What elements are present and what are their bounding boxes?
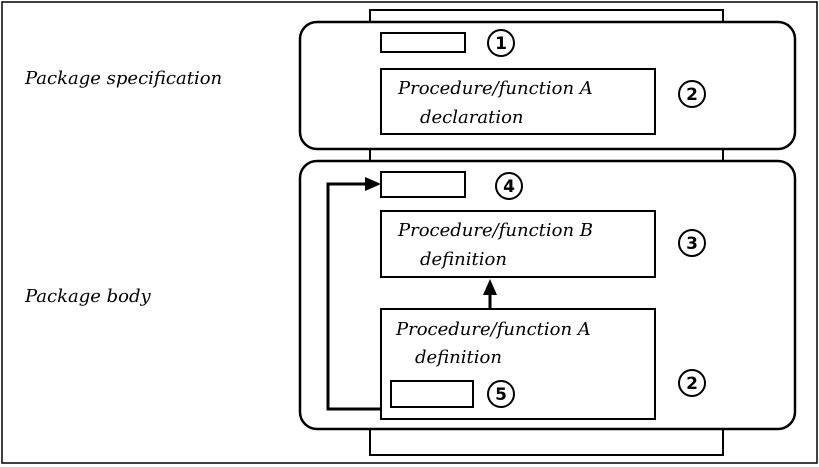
spec-declaration-box [380,68,656,135]
spec-small-box [380,32,466,53]
body-b-line1: Procedure/function B [397,220,593,241]
body-b-definition-box [380,210,656,278]
marker-5: 5 [487,380,515,408]
marker-2-body: 2 [678,369,706,397]
marker-1: 1 [487,29,515,57]
spec-declaration-line2: declaration [420,107,524,128]
svg-text:1: 1 [495,34,507,54]
marker-2-spec: 2 [678,80,706,108]
body-a-line1: Procedure/function A [395,319,591,340]
svg-text:2: 2 [686,374,698,394]
body-small-box [380,171,466,198]
package-spec-label: Package specification [24,68,222,89]
svg-text:4: 4 [503,177,515,197]
body-a-line2: definition [415,347,502,368]
marker-4: 4 [495,172,523,200]
arrow-loop-to-4 [326,177,381,411]
spec-declaration-line1: Procedure/function A [397,78,593,99]
package-body-label: Package body [24,286,152,307]
marker-3: 3 [678,229,706,257]
svg-text:2: 2 [686,85,698,105]
svg-text:3: 3 [686,234,698,254]
body-a-inner-box [390,380,474,408]
arrow-a-to-b [483,279,497,309]
body-b-line2: definition [420,249,507,270]
svg-text:5: 5 [495,385,507,405]
